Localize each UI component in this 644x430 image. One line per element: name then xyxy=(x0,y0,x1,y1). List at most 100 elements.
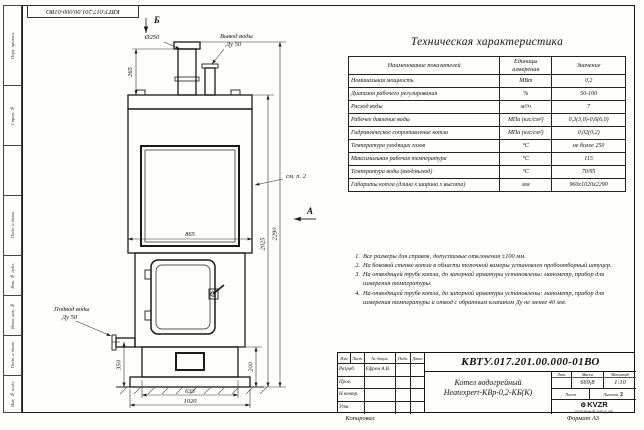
chimney-pipe xyxy=(177,48,197,96)
product-name-line1: Котел водогрейный xyxy=(454,378,522,387)
view-a-label: А xyxy=(306,206,313,216)
format-label: Формат А3 xyxy=(566,415,600,422)
door-hinge-top xyxy=(144,269,152,280)
top-plate xyxy=(127,94,253,110)
see-note-leader xyxy=(254,178,284,186)
dimension-labels: 265 865 2025 2290 350 200 633 1020 xyxy=(116,66,279,405)
diameter-label: Ø250 xyxy=(144,34,160,41)
boiler-drawing: 265 865 2025 2290 350 200 633 1020 Б А Ø… xyxy=(53,15,316,408)
inlet-label-line2: Ду 50 xyxy=(61,314,78,321)
drawing-frame xyxy=(22,5,635,413)
note-item: 1.Все размеры для справок, допустимые от… xyxy=(352,252,632,261)
door-handle-pivot xyxy=(210,291,216,297)
inlet-label-line1: Подвод воды xyxy=(53,306,90,313)
view-b-label: Б xyxy=(153,15,160,25)
boiler-outline xyxy=(111,41,264,388)
note-text: Все размеры для справок, допустимые откл… xyxy=(363,253,526,260)
margin-cell-label: Справ. № xyxy=(10,105,15,126)
margin-cell: Справ. № xyxy=(4,86,21,146)
product-name: Котел водогрейный Heatexpert-КВр-0,2-КБ(… xyxy=(425,372,552,414)
note-text: На боковой стенке котла в области топочн… xyxy=(363,262,612,270)
margin-cell: Инв. № дубл. xyxy=(4,256,21,296)
outlet-flange xyxy=(201,63,219,69)
tech-table: Наименование показателей Единицы измерен… xyxy=(347,56,626,192)
note-item: 3.На отводящей трубе котла, до запорной … xyxy=(352,270,632,288)
note-item: 2.На боковой стенке котла в области топо… xyxy=(352,261,632,270)
dim-total-height: 2290 xyxy=(272,227,279,241)
product-name-line2: Heatexpert-КВр-0,2-КБ(К) xyxy=(443,388,533,398)
dim-base-width: 633 xyxy=(185,388,196,395)
dim-chimney-height: 265 xyxy=(127,66,134,77)
lifting-lug-left xyxy=(135,89,146,96)
outlet-label-line1: Вывод воды xyxy=(220,33,253,40)
margin-cell: Подп. и дата xyxy=(4,196,21,256)
door-hinge-bottom xyxy=(144,310,152,321)
door-latch-plate xyxy=(208,288,219,300)
note-number: 3. xyxy=(355,271,360,279)
dimension-lines xyxy=(75,18,316,408)
title-block: Изм Лист № докум. Подп. Дата Разраб. Ефр… xyxy=(337,352,636,414)
lit-cell: Лит. xyxy=(552,372,572,388)
ground-hatch xyxy=(119,386,268,395)
furnace-door xyxy=(150,259,216,335)
sheets-value: 2 xyxy=(620,392,624,398)
note-number: 1. xyxy=(355,253,360,260)
revision-header-row: Изм Лист № докум. Подп. Дата xyxy=(338,353,424,364)
signature-row: Разраб. Ефрем А.В. xyxy=(338,364,424,377)
outlet-leader xyxy=(211,48,225,65)
drawing-annotations: Б А Ø250 Вывод воды Ду 50 Подвод воды Ду… xyxy=(53,15,313,321)
scale-cell: Масштаб 1:10 xyxy=(604,372,636,388)
signature-row: Н.контр. xyxy=(338,389,424,402)
tech-table-header-row: Наименование показателей Единицы измерен… xyxy=(347,56,626,75)
title-block-right-grid: Лит. Масса 669,8 Масштаб 1:10 Лист xyxy=(552,372,636,414)
lifting-lug-right xyxy=(230,89,241,96)
table-row: Габариты котла (длина х ширина х высота)… xyxy=(347,178,626,192)
col-header-value: Значение xyxy=(551,56,626,75)
margin-cell: Взам. инв. № xyxy=(4,296,21,336)
note-text: На отводящей трубе котла, до запорной ар… xyxy=(363,271,605,288)
margin-cell-label: Подп. и дата xyxy=(10,212,15,239)
signature-row: Пров. xyxy=(338,376,424,389)
margin-cell: Перв. примен. xyxy=(4,6,21,86)
ash-opening xyxy=(175,352,205,371)
dim-inlet-height: 350 xyxy=(116,359,123,371)
mass-scale-row: Лит. Масса 669,8 Масштаб 1:10 xyxy=(552,372,636,389)
tech-table-title: Техническая характеристика xyxy=(410,36,564,48)
heat-exchanger-panel xyxy=(140,145,240,247)
base-pedestal xyxy=(141,346,239,378)
dim-body-width: 865 xyxy=(185,231,196,238)
margin-cell-label: Инв. № дубл. xyxy=(10,262,15,289)
col-header-units: Единицы измерения xyxy=(499,56,553,75)
margin-cell-empty xyxy=(4,146,21,196)
inlet-pipe xyxy=(115,337,136,348)
margin-cell: Инв. № подл. xyxy=(4,376,21,412)
note-text: На отводящей трубе котла, до запорной ар… xyxy=(363,289,605,306)
company-logo: ⚙KVZR КОТЕЛЬНЫЙ ЗАВОД, РФ xyxy=(552,400,636,414)
copied-label: Копировал xyxy=(345,415,375,422)
company-subtitle: КОТЕЛЬНЫЙ ЗАВОД, РФ xyxy=(575,409,613,414)
left-margin-column: Перв. примен. Справ. № Подп. и дата Инв.… xyxy=(3,5,22,413)
table-row: Диапазон рабочего регулирования%50-100 xyxy=(347,87,626,101)
foundation-slab xyxy=(129,376,251,388)
note-item: 4.На отводящей трубе котла, до запорной … xyxy=(352,289,632,307)
margin-cell-label: Взам. инв. № xyxy=(10,302,15,329)
note-number: 2. xyxy=(355,262,360,270)
company-name: KVZR xyxy=(587,399,608,409)
col-header-name: Наименование показателей xyxy=(347,56,501,75)
dim-base-height: 200 xyxy=(248,361,255,372)
title-block-doc-number: КВТУ.017.201.00.000-01ВО xyxy=(425,353,636,372)
notes-list: 1.Все размеры для справок, допустимые от… xyxy=(352,252,632,307)
furnace-door-inner xyxy=(155,264,211,330)
inlet-flange xyxy=(111,334,117,351)
note-number: 4. xyxy=(355,289,360,297)
title-block-revision-table: Изм Лист № докум. Подп. Дата Разраб. Ефр… xyxy=(338,353,425,414)
inlet-leader xyxy=(75,320,112,337)
margin-cell-label: Подп. и дата xyxy=(10,342,15,369)
